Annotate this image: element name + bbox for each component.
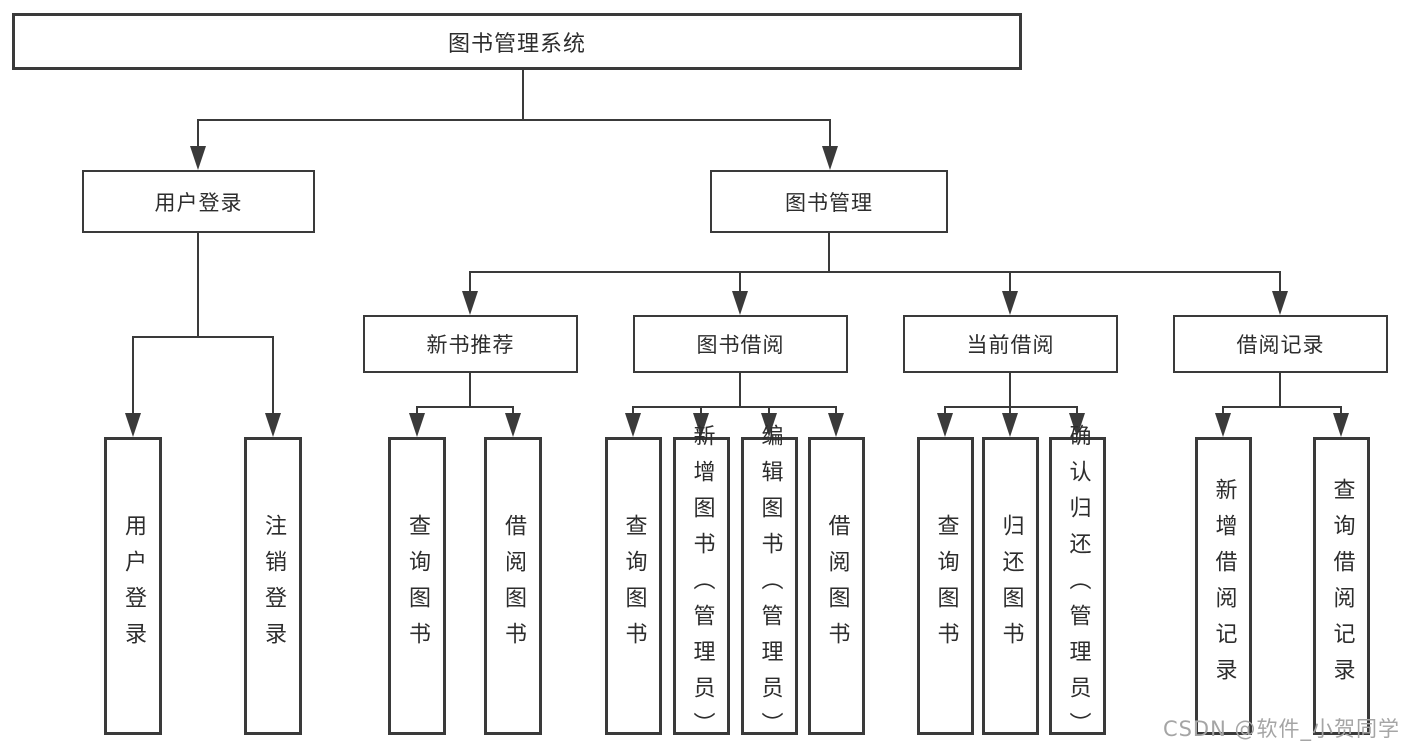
node-label: 新书推荐 [426, 333, 515, 357]
arrowhead-new-book [462, 291, 478, 315]
connector-shaft-leaf-logout [272, 336, 274, 415]
connector-shaft-current-borrowing [1009, 271, 1011, 293]
connector-new-book-stub [469, 373, 471, 406]
connector-shaft [700, 406, 702, 415]
node-current-borrowing: 当前借阅 [903, 315, 1118, 373]
leaf-borrow-books-recommend: 借阅图书 [484, 437, 542, 735]
arrowhead [1069, 413, 1085, 437]
connector-root-stub [522, 70, 524, 119]
node-library-management-system: 图书管理系统 [12, 13, 1022, 70]
connector-shaft [835, 406, 837, 415]
arrowhead [505, 413, 521, 437]
connector-shaft-leaf-user-login [132, 336, 134, 415]
csdn-watermark: CSDN @软件_小贺同学 [1162, 717, 1400, 741]
leaf-return-book: 归还图书 [982, 437, 1039, 735]
connector-level2-bar [469, 271, 1281, 273]
connector-shaft-borrowing-records [1279, 271, 1281, 293]
leaf-edit-book-admin: 编辑图书（管理员） [741, 424, 798, 747]
connector-shaft-new-book [469, 271, 471, 293]
connector-shaft [768, 406, 770, 415]
leaf-label: 确认归还（管理员） [1065, 424, 1091, 747]
node-label: 借阅记录 [1236, 333, 1325, 357]
arrowhead-leaf-user-login [125, 413, 141, 437]
leaf-label: 查询借阅记录 [1329, 478, 1355, 694]
connector-book-borrowing-stub [739, 373, 741, 406]
connector-shaft [1009, 406, 1011, 415]
leaf-label: 查询图书 [405, 514, 430, 658]
leaf-confirm-return-admin: 确认归还（管理员） [1049, 424, 1106, 747]
arrowhead [1002, 413, 1018, 437]
arrowhead [1215, 413, 1231, 437]
leaf-label: 归还图书 [998, 514, 1024, 658]
arrowhead [828, 413, 844, 437]
connector-borrowing-records-stub [1279, 373, 1281, 406]
arrowhead-book-management [822, 146, 838, 170]
arrowhead-current-borrowing [1002, 291, 1018, 315]
connector-book-management-stub [828, 233, 830, 271]
leaf-label: 编辑图书（管理员） [757, 424, 783, 747]
arrowhead [761, 413, 777, 437]
connector-current-borrowing-bar [944, 406, 1078, 408]
arrowhead [693, 413, 709, 437]
connector-shaft [1222, 406, 1224, 415]
node-label: 图书借阅 [696, 333, 785, 357]
connector-shaft [512, 406, 514, 415]
leaf-borrow-books-borrowing: 借阅图书 [808, 437, 865, 735]
leaf-label: 注销登录 [261, 514, 286, 658]
leaf-label: 借阅图书 [824, 514, 850, 658]
connector-shaft [416, 406, 418, 415]
leaf-add-book-admin: 新增图书（管理员） [673, 424, 730, 747]
node-user-login: 用户登录 [82, 170, 315, 233]
leaf-label: 查询图书 [933, 514, 959, 658]
leaf-logout: 注销登录 [244, 437, 302, 735]
connector-new-book-bar [416, 406, 514, 408]
connector-shaft-book-borrowing [739, 271, 741, 293]
node-label: 用户登录 [154, 190, 243, 215]
arrowhead [1333, 413, 1349, 437]
node-label: 当前借阅 [966, 333, 1055, 357]
leaf-label: 新增图书（管理员） [689, 424, 715, 747]
node-label: 图书管理系统 [447, 31, 586, 57]
leaf-add-borrow-record: 新增借阅记录 [1195, 437, 1252, 735]
connector-shaft [632, 406, 634, 415]
leaf-label: 查询图书 [621, 514, 647, 658]
connector-shaft [1076, 406, 1078, 415]
connector-level1-bar [197, 119, 831, 121]
leaf-user-login: 用户登录 [104, 437, 162, 735]
leaf-label: 借阅图书 [501, 514, 526, 658]
arrowhead [625, 413, 641, 437]
connector-current-borrowing-stub [1009, 373, 1011, 406]
node-book-borrowing: 图书借阅 [633, 315, 848, 373]
arrowhead-book-borrowing [732, 291, 748, 315]
node-label: 图书管理 [785, 190, 873, 215]
leaf-label: 新增借阅记录 [1211, 478, 1237, 694]
connector-shaft [1340, 406, 1342, 415]
arrowhead [937, 413, 953, 437]
leaf-query-books-current: 查询图书 [917, 437, 974, 735]
connector-shaft [944, 406, 946, 415]
node-borrowing-records: 借阅记录 [1173, 315, 1388, 373]
leaf-query-books-borrowing: 查询图书 [605, 437, 662, 735]
node-book-management: 图书管理 [710, 170, 948, 233]
leaf-label: 用户登录 [121, 514, 146, 658]
leaf-query-books-recommend: 查询图书 [388, 437, 446, 735]
arrowhead-borrowing-records [1272, 291, 1288, 315]
connector-book-borrowing-bar [632, 406, 837, 408]
arrowhead-leaf-logout [265, 413, 281, 437]
connector-shaft-book-management [829, 119, 831, 148]
node-new-book-recommendation: 新书推荐 [363, 315, 578, 373]
connector-user-login-bar [132, 336, 274, 338]
arrowhead-user-login [190, 146, 206, 170]
leaf-query-borrow-record: 查询借阅记录 [1313, 437, 1370, 735]
connector-shaft-user-login [197, 119, 199, 148]
arrowhead [409, 413, 425, 437]
connector-user-login-stub [197, 233, 199, 336]
connector-borrowing-records-bar [1222, 406, 1342, 408]
